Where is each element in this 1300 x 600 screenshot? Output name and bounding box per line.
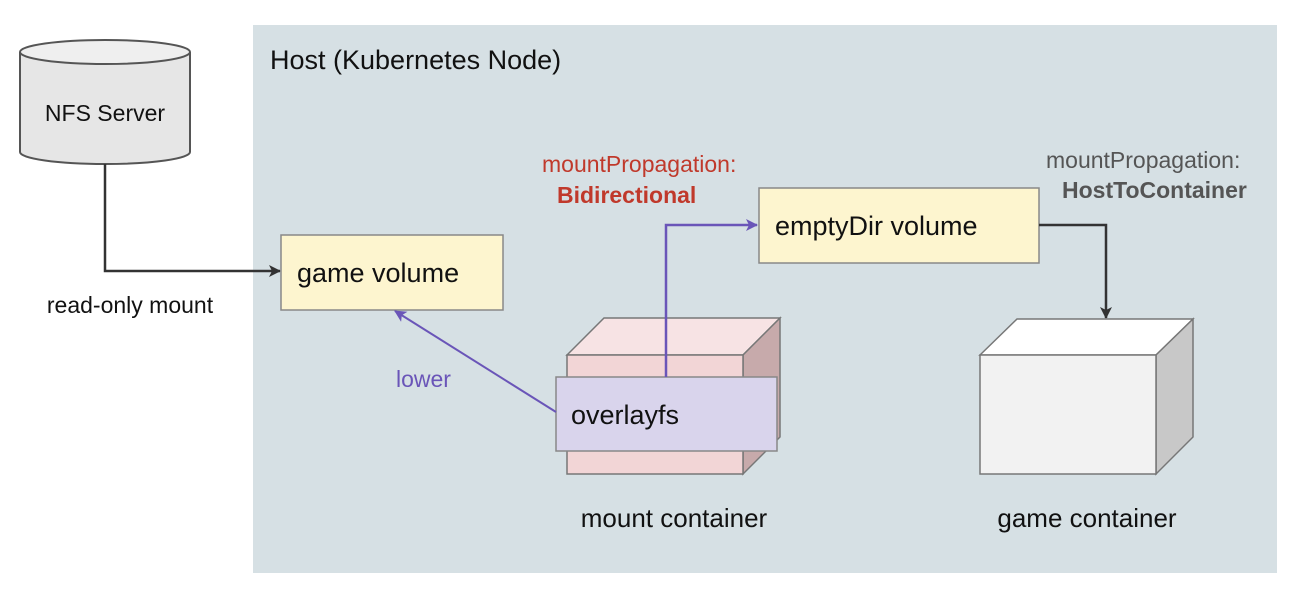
host-to-container-propagation-value: HostToContainer xyxy=(1062,177,1247,203)
overlayfs-box xyxy=(555,376,778,452)
lower-label: lower xyxy=(396,366,451,392)
game-container-label: game container xyxy=(997,503,1177,533)
game-volume-box xyxy=(280,234,504,311)
overlayfs-label: overlayfs xyxy=(571,400,679,430)
nfs-to-game-volume-arrow xyxy=(103,164,281,277)
host-to-container-propagation-key: mountPropagation: xyxy=(1046,147,1240,173)
bidirectional-propagation-value: Bidirectional xyxy=(557,182,696,208)
overlay-to-game-volume-arrow xyxy=(394,310,557,413)
game-volume-label: game volume xyxy=(297,258,459,288)
read-only-mount-label: read-only mount xyxy=(47,292,214,318)
overlay-to-emptydir-arrow xyxy=(664,219,758,377)
host-title: Host (Kubernetes Node) xyxy=(270,45,561,75)
nfs-server-label: NFS Server xyxy=(45,100,165,126)
mount-container-label: mount container xyxy=(581,503,768,533)
nfs-server-cylinder xyxy=(19,39,191,165)
emptydir-to-game-container-arrow xyxy=(1039,223,1112,319)
game-container-box xyxy=(978,317,1195,476)
bidirectional-propagation-key: mountPropagation: xyxy=(542,151,736,177)
emptydir-volume-label: emptyDir volume xyxy=(775,211,978,241)
